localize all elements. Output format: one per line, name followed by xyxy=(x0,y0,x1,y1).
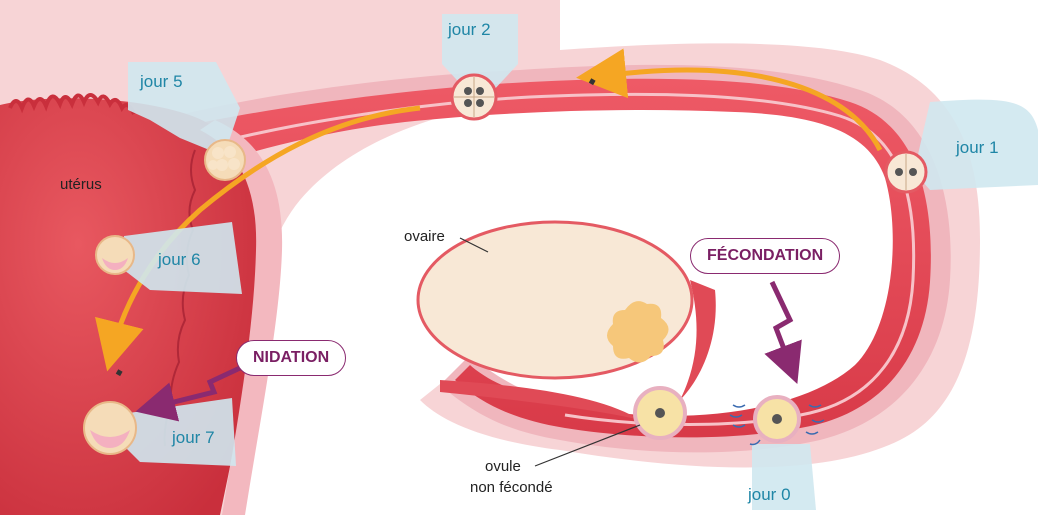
tag-jour6: jour 6 xyxy=(158,250,201,270)
tag-jour2: jour 2 xyxy=(448,20,491,40)
tag-jour5: jour 5 xyxy=(140,72,183,92)
cell-jour2 xyxy=(452,75,496,119)
tag-jour7: jour 7 xyxy=(172,428,215,448)
label-uterus: utérus xyxy=(60,176,102,193)
cell-jour1 xyxy=(886,152,926,192)
cell-jour5 xyxy=(205,140,245,180)
label-ovule-line1: ovule xyxy=(485,458,521,475)
tag-jour1: jour 1 xyxy=(956,138,999,158)
callout-fecondation: FÉCONDATION xyxy=(690,238,840,274)
cell-jour6 xyxy=(96,236,134,274)
fecondation-arrow xyxy=(772,282,792,370)
label-ovaire: ovaire xyxy=(404,228,445,245)
callout-nidation: NIDATION xyxy=(236,340,346,376)
tag-jour0: jour 0 xyxy=(748,485,791,505)
cell-jour7 xyxy=(84,402,136,454)
ovule-unfertilized xyxy=(635,388,685,438)
label-ovule-line2: non fécondé xyxy=(470,479,553,496)
